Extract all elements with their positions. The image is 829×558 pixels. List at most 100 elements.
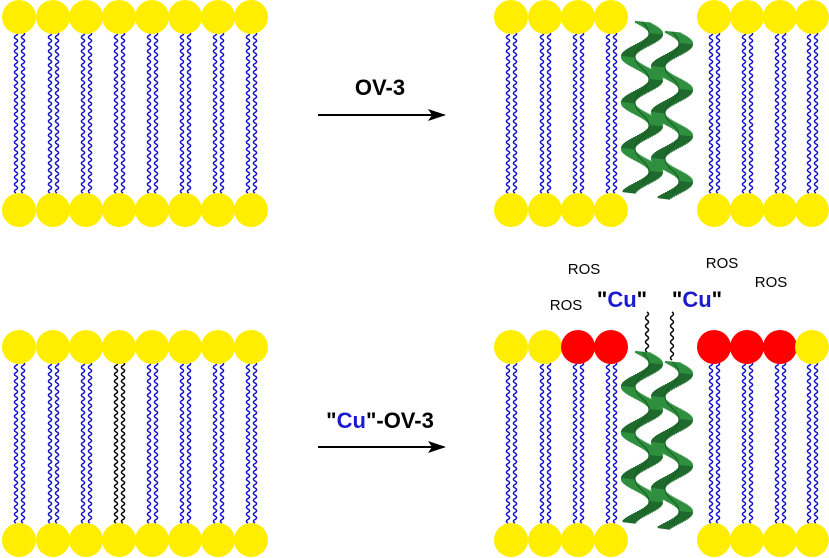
helix-ribbon-segment [670, 380, 683, 385]
helix-outline [664, 31, 680, 194]
helix-ribbon-segment [659, 386, 672, 391]
helix-ribbon-segment [646, 36, 660, 41]
helix-ribbon-segment [668, 427, 682, 432]
helix-ribbon-segment [677, 467, 691, 472]
bilayer-bottom-left [2, 330, 268, 557]
helix-ribbon-segment [676, 46, 690, 51]
helix-ribbon-segment [631, 45, 644, 50]
lipid-headgroup-top [763, 330, 797, 364]
helix-ribbon-segment [647, 503, 661, 508]
lipid-tail [245, 361, 251, 524]
helix-ribbon-segment [629, 376, 642, 381]
helix-ribbon-segment [638, 371, 652, 376]
helix-ribbon-segment [647, 173, 661, 178]
lipid-headgroup-top [135, 0, 169, 34]
helix-ribbon-segment [677, 183, 691, 188]
helix-ribbon-segment [627, 469, 641, 474]
lipid-tail [219, 361, 225, 524]
helix-ribbon-segment [622, 189, 636, 194]
lipid-headgroup-top [36, 330, 70, 364]
helix-ribbon-segment [662, 192, 676, 197]
lipid-tail [813, 31, 819, 194]
helix-ribbon-segment [673, 94, 687, 99]
helix-ribbon-segment [638, 41, 652, 46]
helix-ribbon-segment [659, 524, 672, 529]
helix-ribbon-segment [640, 178, 653, 183]
lipid-tail [612, 31, 618, 194]
helix-ribbon-segment [662, 476, 676, 481]
helix-ribbon-segment [661, 193, 674, 198]
lipid-tail [505, 361, 511, 524]
helix-ribbon-segment [670, 142, 683, 147]
helix-ribbon-segment [631, 137, 644, 142]
lipid-headgroup-top [36, 0, 70, 34]
helix-outline [664, 361, 680, 524]
helix-ribbon-segment [647, 35, 661, 40]
helix-ribbon-segment [673, 378, 687, 383]
lipid-tail [806, 361, 812, 524]
lipid-headgroup-bottom [528, 523, 562, 557]
lipid-headgroup-bottom [594, 523, 628, 557]
helix-ribbon-segment [668, 143, 682, 148]
helix-outline [634, 21, 650, 184]
lipid-tail [605, 361, 611, 524]
helix-ribbon-segment [662, 100, 676, 105]
helix-ribbon-segment [642, 461, 655, 466]
copper-linker-right [669, 311, 675, 361]
lipid-tail [113, 31, 119, 194]
helix-ribbon-segment [662, 146, 676, 151]
lipid-headgroup-top [234, 0, 268, 34]
helix-ribbon-segment [627, 93, 641, 98]
helix-ribbon-segment [670, 96, 683, 101]
helix-ribbon-segment [646, 412, 660, 417]
quote-left: " [326, 408, 336, 433]
helix-ribbon-segment [627, 515, 641, 520]
copper-linkers [644, 311, 675, 361]
helix-ribbon-segment [643, 460, 657, 465]
lipid-tail [579, 361, 585, 524]
helix-ribbon-segment [647, 365, 661, 370]
helix-outline [634, 351, 650, 514]
helix-ribbon-segment [668, 381, 682, 386]
lipid-tail [252, 361, 258, 524]
helix-ribbon-segment [672, 141, 685, 146]
helix-ribbon-segment [657, 149, 671, 154]
helix-ribbon-segment [676, 92, 690, 97]
helix-ribbon-segment [640, 508, 653, 513]
helix-ribbon-segment [668, 189, 682, 194]
lipid-headgroup-bottom [494, 523, 528, 557]
helix-ribbon-segment [661, 385, 674, 390]
helix-ribbon-segment [672, 95, 685, 100]
helix-ribbon-segment [640, 416, 653, 421]
bilayer-top-right-with-pore [494, 0, 829, 227]
helix-ribbon-segment [647, 457, 661, 462]
lipid-tail [748, 31, 754, 194]
helix-ribbon-segment [659, 102, 672, 107]
lipid-headgroup-top [135, 330, 169, 364]
helix-ribbon-segment [631, 183, 644, 188]
helix-ribbon-segment [632, 90, 646, 95]
lipid-headgroup-bottom [494, 193, 528, 227]
helix-ribbon-segment [626, 186, 639, 191]
helix-ribbon-segment [638, 509, 652, 514]
helix-ribbon-segment [657, 57, 671, 62]
helix-ribbon-segment [642, 85, 655, 90]
lipid-headgroup-bottom [561, 523, 595, 557]
helix-ribbon-segment [629, 514, 642, 519]
helix-ribbon-segment [668, 519, 682, 524]
helix-ribbon-segment [672, 517, 685, 522]
helix-ribbon-segment [670, 518, 683, 523]
helix-ribbon-segment [627, 423, 641, 428]
helix-ribbon-segment [632, 374, 646, 379]
helix-ribbon-segment [631, 91, 644, 96]
lipid-headgroup-top [730, 0, 764, 34]
helix-ribbon-segment [676, 376, 690, 381]
helix-ribbon-segment [664, 191, 678, 196]
helix-ribbon-segment [673, 470, 687, 475]
lipid-headgroup-bottom [528, 193, 562, 227]
helix-ribbon-segment [627, 47, 641, 52]
lipid-headgroup-top [763, 0, 797, 34]
lipid-tail [87, 361, 93, 524]
lipid-headgroup-bottom [697, 193, 731, 227]
helix-pair-top [620, 20, 694, 200]
